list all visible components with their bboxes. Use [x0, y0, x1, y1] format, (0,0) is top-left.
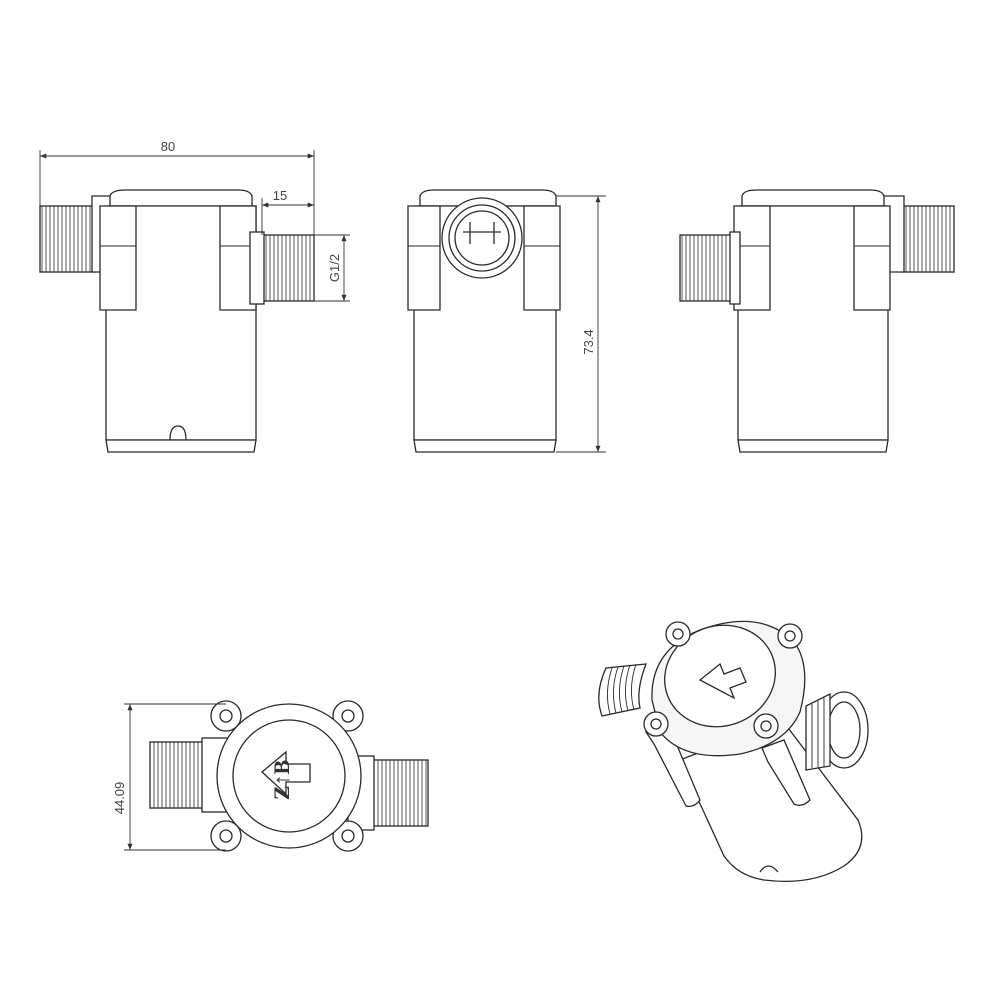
overall-length-label: 80 — [161, 139, 175, 154]
side-view — [407, 189, 561, 453]
top-left-thread — [149, 741, 207, 809]
front-view-dimensions: 80 15 G1/2 — [39, 139, 350, 302]
iso-top-face — [664, 624, 776, 728]
back-left-thread — [679, 234, 735, 302]
logo-text: Z↑B — [269, 760, 294, 801]
side-view-dimensions: 73.4 — [556, 195, 606, 453]
back-view — [679, 189, 955, 453]
top-body-inner — [232, 719, 346, 833]
width-label: 44.09 — [112, 782, 127, 815]
iso-logo-mark — [698, 662, 747, 700]
port-outer — [441, 197, 523, 279]
top-view-dimensions: 44.09 — [112, 703, 226, 851]
mounting-ears — [210, 700, 364, 852]
top-body-outer — [216, 703, 362, 849]
height-label: 73.4 — [581, 329, 596, 354]
front-view — [39, 189, 315, 453]
top-right-thread — [371, 759, 429, 827]
thread-size-label: G1/2 — [327, 254, 342, 282]
logo-mark: Z↑B — [261, 750, 311, 801]
iso-cylinder — [679, 719, 863, 883]
left-thread — [39, 205, 96, 273]
back-right-thread — [901, 205, 955, 273]
thread-length-label: 15 — [273, 188, 287, 203]
right-thread — [261, 234, 315, 302]
top-view: Z↑B — [149, 700, 429, 852]
isometric-view — [598, 620, 869, 883]
